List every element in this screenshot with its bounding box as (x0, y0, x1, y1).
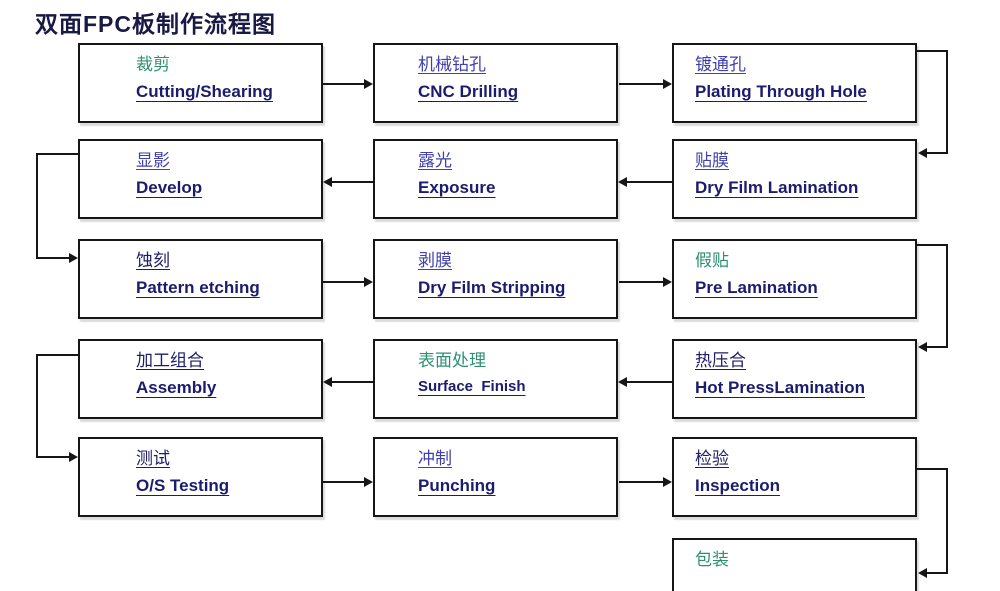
node-en-label: Dry Film Lamination (695, 177, 859, 197)
arrow-line (36, 153, 78, 155)
node-develop: 显影 Develop (78, 139, 323, 219)
node-zh-label: 测试 (136, 449, 170, 468)
arrow-line (619, 83, 663, 85)
node-en-label: CNC Drilling (418, 81, 519, 101)
arrow-line (927, 152, 948, 154)
node-zh-label: 表面处理 (418, 351, 486, 370)
node-en-label: Pattern etching (136, 277, 260, 297)
arrow-line (323, 481, 364, 483)
node-zh-label: 热压合 (695, 351, 746, 370)
arrow-line (627, 181, 672, 183)
node-en-label: Cutting/Shearing (136, 81, 273, 101)
node-hot-press-lamination: 热压合 Hot PressLamination (672, 339, 917, 419)
arrowhead-left-icon (618, 377, 627, 387)
node-en-label: Pre Lamination (695, 277, 818, 297)
arrowhead-right-icon (364, 79, 373, 89)
arrowhead-left-icon (918, 148, 927, 158)
arrow-line (619, 481, 663, 483)
arrowhead-right-icon (364, 477, 373, 487)
arrowhead-right-icon (69, 452, 78, 462)
arrow-line (946, 50, 948, 154)
arrowhead-right-icon (663, 79, 672, 89)
arrow-line (323, 281, 364, 283)
node-zh-label: 剥膜 (418, 251, 452, 270)
arrow-line (323, 83, 364, 85)
node-en-label: Develop (136, 177, 203, 197)
arrow-line (36, 153, 38, 259)
arrow-line (917, 50, 948, 52)
arrowhead-left-icon (618, 177, 627, 187)
node-plating-through-hole: 镀通孔 Plating Through Hole (672, 43, 917, 123)
arrow-line (917, 244, 948, 246)
node-zh-label: 蚀刻 (136, 251, 170, 270)
arrow-line (619, 281, 663, 283)
node-en-label: O/S Testing (136, 475, 230, 495)
node-en-label: Assembly (136, 377, 217, 397)
node-en-label: Hot PressLamination (695, 377, 866, 397)
node-zh-label: 露光 (418, 151, 452, 170)
arrow-line (927, 346, 948, 348)
arrow-line (946, 244, 948, 348)
arrowhead-left-icon (323, 177, 332, 187)
arrowhead-left-icon (918, 568, 927, 578)
node-en-label: Surface Finish (418, 377, 526, 395)
node-dry-film-lamination: 贴膜 Dry Film Lamination (672, 139, 917, 219)
node-exposure: 露光 Exposure (373, 139, 618, 219)
node-pre-lamination: 假贴 Pre Lamination (672, 239, 917, 319)
node-packing: 包装 (672, 538, 917, 591)
arrowhead-right-icon (663, 277, 672, 287)
node-zh-label: 假贴 (695, 251, 729, 270)
arrowhead-right-icon (663, 477, 672, 487)
arrow-line (332, 381, 373, 383)
node-zh-label: 加工组合 (136, 351, 204, 370)
node-en-label: Punching (418, 475, 496, 495)
node-cutting: 裁剪 Cutting/Shearing (78, 43, 323, 123)
node-dry-film-stripping: 剥膜 Dry Film Stripping (373, 239, 618, 319)
node-zh-label: 镀通孔 (695, 55, 746, 74)
node-zh-label: 检验 (695, 449, 729, 468)
node-zh-label: 贴膜 (695, 151, 729, 170)
node-os-testing: 测试 O/S Testing (78, 437, 323, 517)
arrow-line (36, 354, 38, 458)
arrowhead-right-icon (364, 277, 373, 287)
node-en-label: Exposure (418, 177, 496, 197)
arrow-line (627, 381, 672, 383)
node-en-label: Plating Through Hole (695, 81, 867, 101)
arrow-line (917, 468, 948, 470)
node-zh-label: 显影 (136, 151, 170, 170)
node-inspection: 检验 Inspection (672, 437, 917, 517)
node-punching: 冲制 Punching (373, 437, 618, 517)
arrow-line (36, 354, 78, 356)
node-zh-label: 冲制 (418, 449, 452, 468)
arrow-line (36, 456, 69, 458)
page-title: 双面FPC板制作流程图 (35, 11, 276, 37)
arrow-line (36, 257, 69, 259)
node-en-label: Dry Film Stripping (418, 277, 566, 297)
arrow-line (946, 468, 948, 574)
node-zh-label: 裁剪 (136, 55, 170, 74)
node-pattern-etching: 蚀刻 Pattern etching (78, 239, 323, 319)
arrowhead-left-icon (323, 377, 332, 387)
node-zh-label: 包装 (695, 550, 729, 569)
node-cnc-drilling: 机械钻孔 CNC Drilling (373, 43, 618, 123)
arrowhead-left-icon (918, 342, 927, 352)
node-zh-label: 机械钻孔 (418, 55, 486, 74)
node-surface-finish: 表面处理 Surface Finish (373, 339, 618, 419)
arrowhead-right-icon (69, 253, 78, 263)
arrow-line (332, 181, 373, 183)
node-en-label: Inspection (695, 475, 781, 495)
arrow-line (927, 572, 948, 574)
node-assembly: 加工组合 Assembly (78, 339, 323, 419)
